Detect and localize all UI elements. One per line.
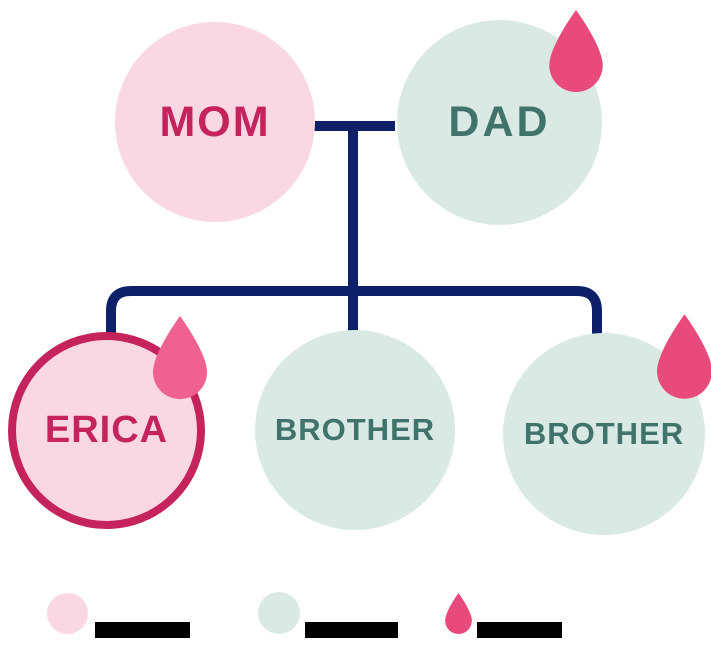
blood-drop-icon	[657, 314, 711, 399]
node-mom: MOM	[115, 22, 315, 222]
legend-label-redacted-bar	[305, 622, 398, 638]
blood-drop-icon	[152, 316, 208, 400]
legend-label-redacted-bar	[95, 622, 190, 638]
node-erica-label: ERICA	[44, 409, 169, 451]
node-brother-1-label: BROTHER	[274, 412, 436, 447]
node-brother-2: BROTHER	[503, 333, 705, 535]
legend-label-redacted-bar	[477, 622, 562, 638]
legend-blood-drop-icon	[445, 593, 472, 635]
legend-pink-circle-icon	[47, 593, 88, 634]
node-dad-label: DAD	[448, 98, 551, 146]
node-mom-label: MOM	[159, 97, 271, 146]
node-brother-2-label: BROTHER	[523, 416, 685, 451]
node-brother-1: BROTHER	[255, 330, 455, 530]
legend-teal-circle-icon	[258, 592, 300, 634]
blood-drop-icon	[549, 10, 603, 93]
bottom-white-strip	[0, 639, 711, 655]
